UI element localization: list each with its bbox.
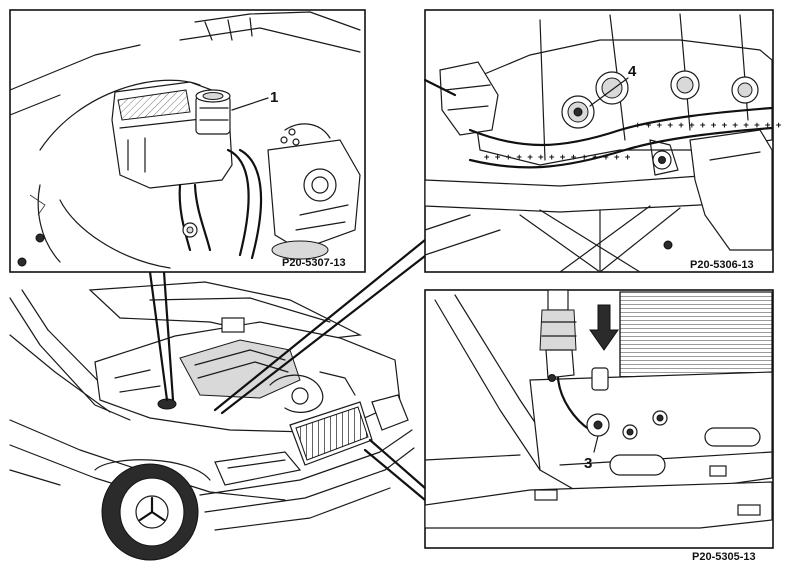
pointer-lines [148,238,427,502]
figure-code-p20-5307: P20-5307-13 [282,257,346,269]
hose-markings-2: + + + + + + + + + + + + + + [635,121,782,131]
figure-code-p20-5305: P20-5305-13 [692,551,756,563]
figure-code-p20-5306: P20-5306-13 [690,259,754,271]
callout-1: 1 [270,89,278,106]
panel-radiator-drain: 3 P20-5305-13 [424,289,774,563]
car-overview [9,281,415,561]
hose-markings: + + + + + + + + + + + + + + [484,153,631,163]
panel-hose-clip: + + + + + + + + + + + + + + + + + + + + … [423,9,782,273]
callout-4: 4 [628,63,637,80]
panel-coolant-reservoir: 1 P20-5307-13 [9,9,366,273]
callout-3: 3 [584,455,592,472]
